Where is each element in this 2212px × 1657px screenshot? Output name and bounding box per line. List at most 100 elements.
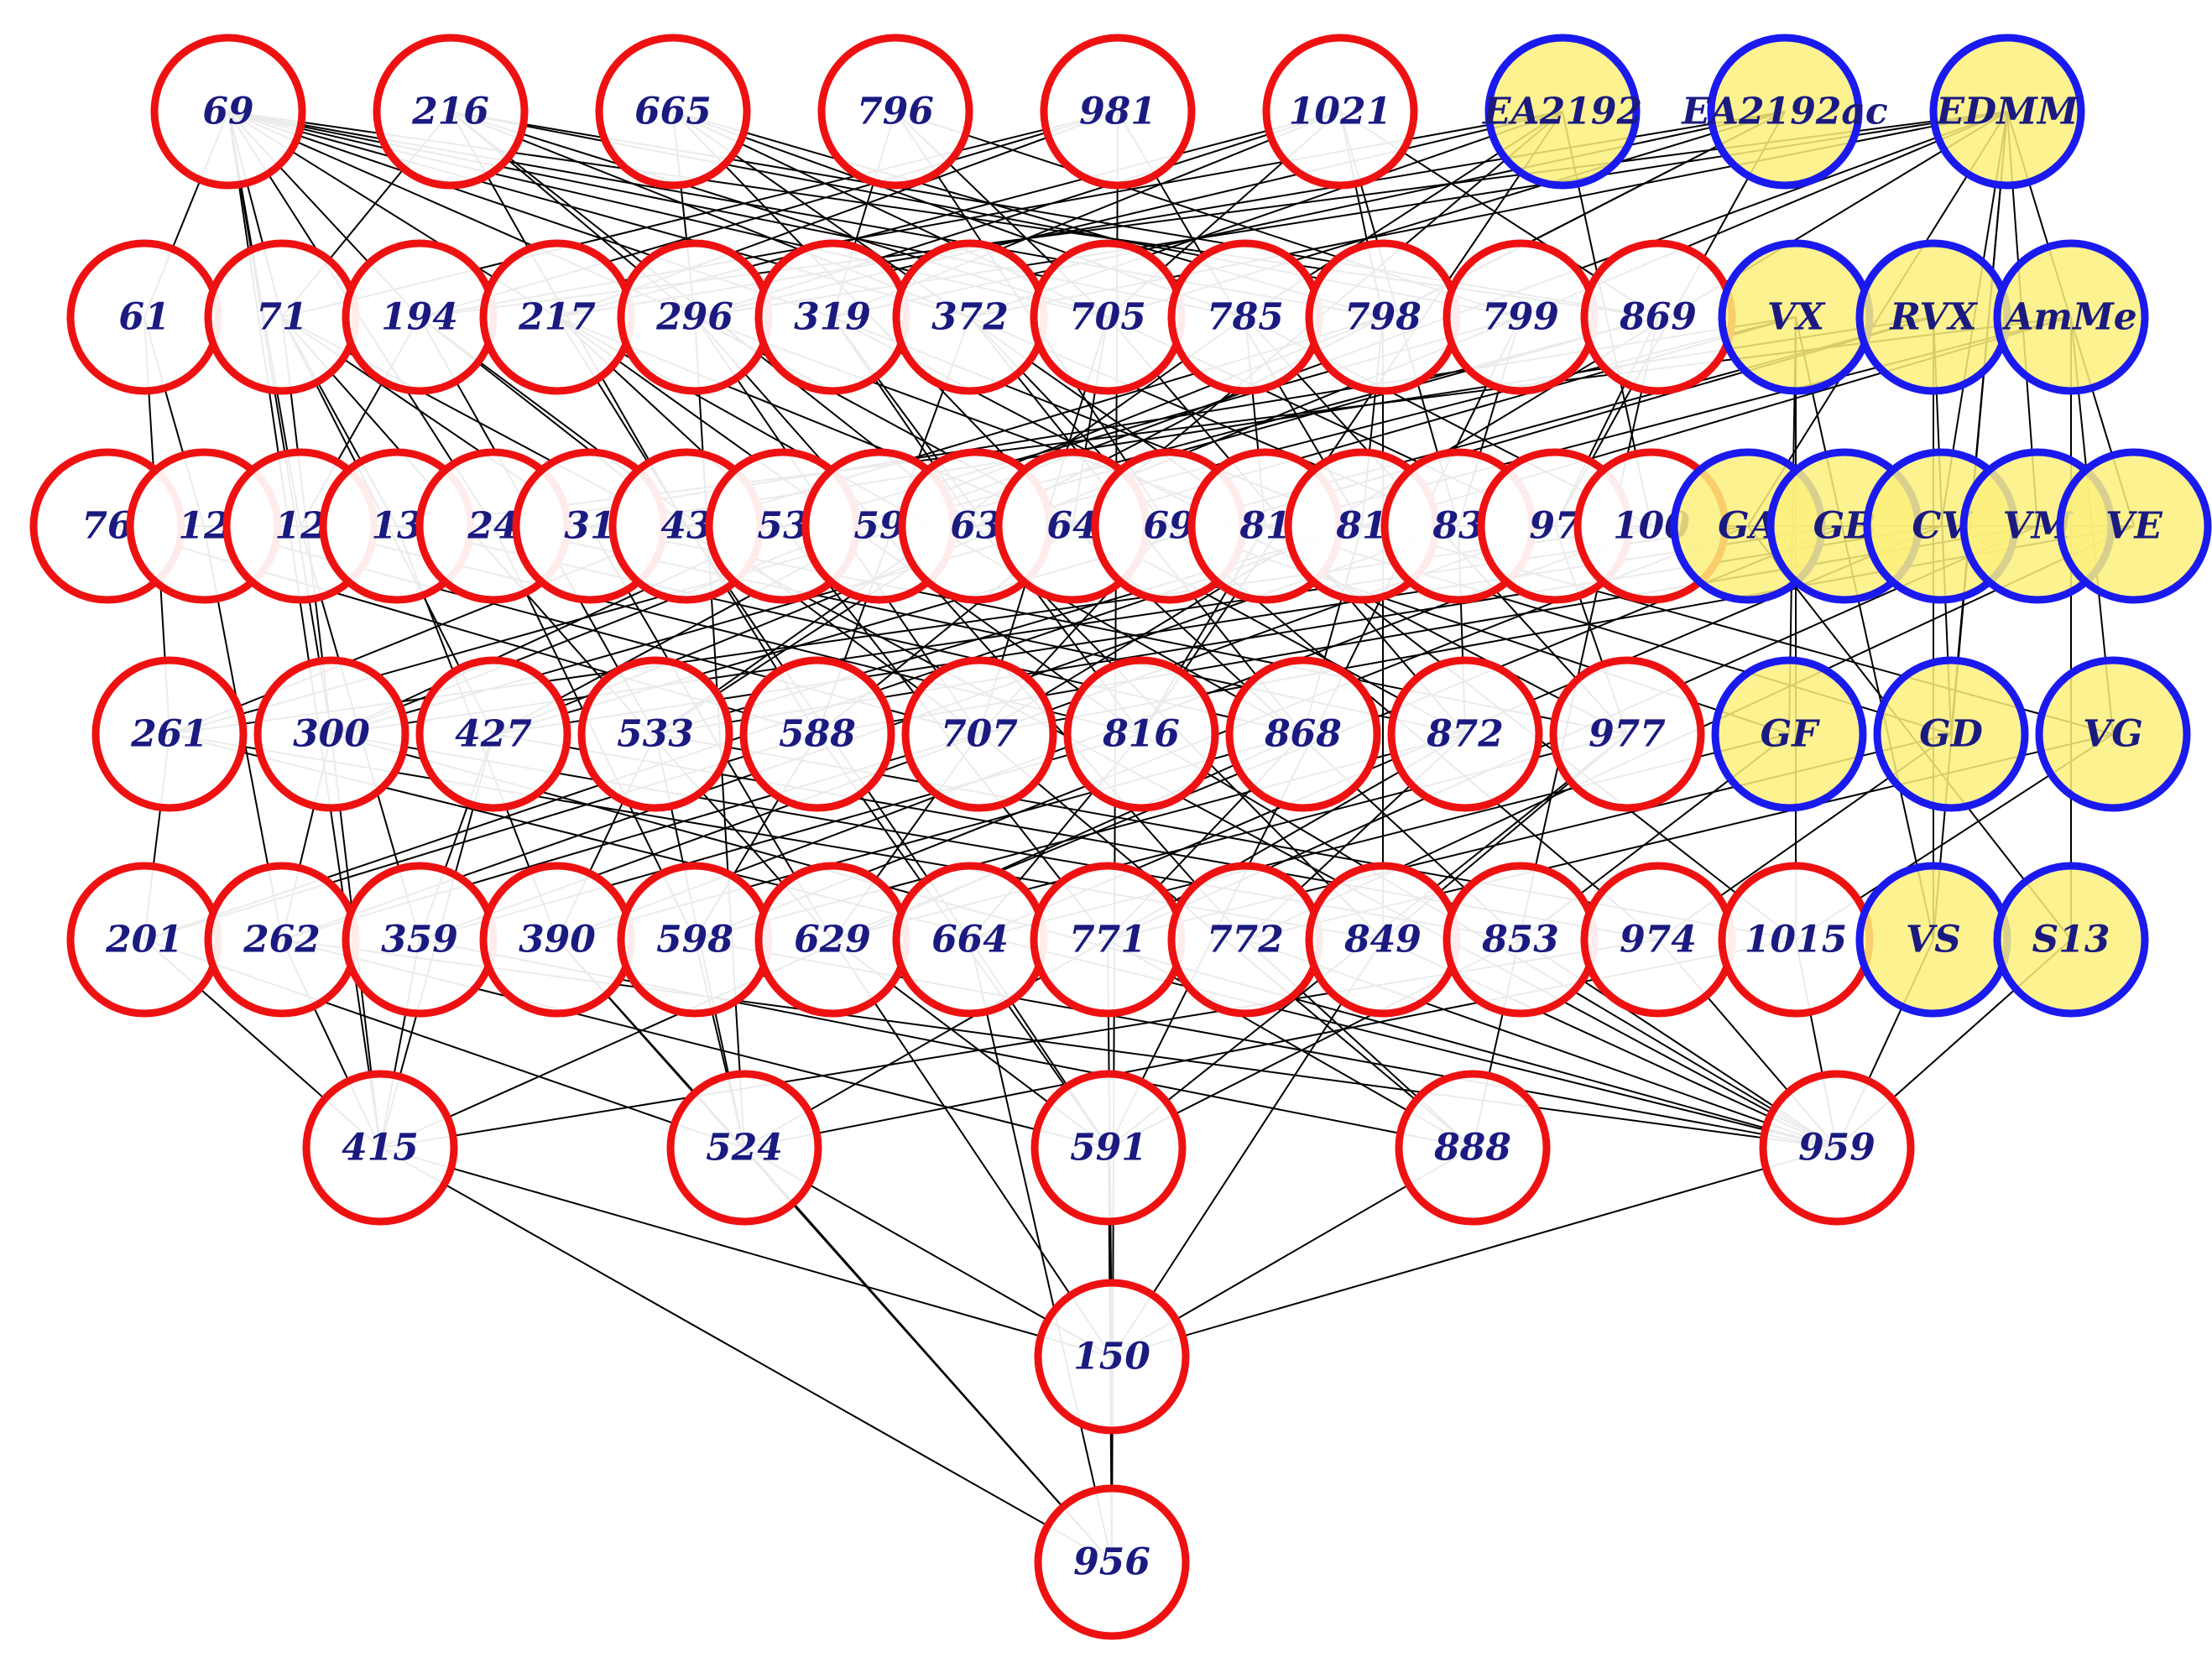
node-circle	[1759, 1070, 1915, 1226]
node-label: 629	[794, 919, 871, 961]
edge-415-956	[379, 1147, 1113, 1563]
node-591: 591	[1030, 1070, 1187, 1226]
node-RVX: RVX	[1855, 239, 2011, 395]
node-label: 71	[256, 296, 307, 339]
node-label: 69	[202, 91, 253, 133]
node-label: 359	[381, 919, 458, 961]
node-799: 799	[1442, 239, 1599, 395]
node-772: 772	[1167, 862, 1323, 1018]
node-849: 849	[1305, 862, 1461, 1018]
node-label: 665	[634, 91, 712, 133]
node-label: 771	[1069, 919, 1146, 961]
node-circle	[1063, 656, 1219, 812]
node-label: 427	[455, 713, 532, 756]
node-GF: GF	[1711, 656, 1867, 812]
node-circle	[91, 656, 248, 812]
node-GD: GD	[1873, 656, 2029, 812]
node-262: 262	[204, 862, 360, 1018]
node-circle	[1034, 1279, 1190, 1435]
node-circle	[2056, 448, 2212, 604]
node-label: 868	[1264, 713, 1342, 756]
node-533: 533	[577, 656, 733, 812]
node-circle	[739, 656, 895, 812]
node-390: 390	[479, 862, 635, 1018]
node-circle	[1484, 34, 1641, 190]
node-798: 798	[1305, 239, 1461, 395]
node-VG: VG	[2035, 656, 2191, 812]
node-888: 888	[1395, 1070, 1551, 1226]
node-label: 785	[1207, 296, 1284, 339]
edge-524-956	[743, 1147, 1113, 1563]
node-circle	[1549, 656, 1705, 812]
node-label: 194	[381, 296, 458, 339]
node-circle	[666, 1070, 822, 1226]
node-label: VS	[1906, 919, 1961, 961]
node-853: 853	[1442, 862, 1599, 1018]
node-label: 97	[1529, 505, 1581, 548]
edge-664-956	[969, 939, 1113, 1563]
node-circle	[150, 34, 306, 190]
node-circle	[901, 656, 1057, 812]
node-circle	[1034, 1484, 1190, 1640]
node-label: 31	[564, 505, 615, 548]
node-1021: 1021	[1262, 34, 1418, 190]
node-319: 319	[754, 239, 910, 395]
node-label: 12	[178, 505, 229, 548]
edge-71-959	[281, 316, 1838, 1149]
node-785: 785	[1167, 239, 1323, 395]
node-707: 707	[901, 656, 1057, 812]
node-label: 533	[617, 713, 694, 756]
node-label: 796	[857, 91, 934, 133]
node-EA2192: EA2192	[1481, 34, 1642, 190]
node-label: 981	[1079, 91, 1156, 133]
node-circle	[577, 656, 733, 812]
node-label: 664	[931, 919, 1009, 961]
node-label: 872	[1426, 713, 1504, 756]
node-label: GF	[1761, 713, 1821, 756]
node-label: 81	[1239, 505, 1291, 548]
node-label: 707	[941, 713, 1018, 756]
node-981: 981	[1040, 34, 1196, 190]
node-label: 974	[1620, 919, 1697, 961]
node-label: 849	[1343, 919, 1422, 961]
node-circle	[1225, 656, 1381, 812]
node-1015: 1015	[1718, 862, 1874, 1018]
node-label: 150	[1073, 1336, 1150, 1378]
node-circle	[415, 656, 571, 812]
node-868: 868	[1225, 656, 1381, 812]
node-circle	[1262, 34, 1418, 190]
node-label: 201	[105, 919, 183, 961]
node-label: 81	[1335, 505, 1387, 548]
node-label: 524	[706, 1127, 783, 1170]
node-label: 588	[779, 713, 856, 756]
node-label: 300	[293, 713, 370, 756]
node-circle	[1707, 34, 1863, 190]
node-label: 69	[1143, 505, 1194, 548]
node-label: 799	[1482, 296, 1559, 339]
edge-629-150	[832, 939, 1113, 1357]
edge-849-150	[1111, 939, 1384, 1357]
node-label: 816	[1102, 713, 1180, 756]
node-circle	[1993, 239, 2149, 395]
node-359: 359	[342, 862, 498, 1018]
edge-EDMM-707	[978, 111, 2008, 735]
node-label: 43	[660, 505, 712, 548]
node-label: 12	[274, 505, 326, 548]
node-61: 61	[66, 239, 222, 395]
node-label: 959	[1798, 1127, 1876, 1170]
node-label: RVX	[1888, 296, 1978, 339]
node-label: 61	[118, 296, 170, 339]
node-415: 415	[302, 1070, 458, 1226]
node-296: 296	[617, 239, 773, 395]
node-AmMe: AmMe	[1993, 239, 2149, 395]
node-label: 59	[853, 505, 905, 548]
edge-71-629	[281, 316, 833, 941]
node-circle	[1030, 1070, 1187, 1226]
node-circle	[253, 656, 410, 812]
node-EDMM: EDMM	[1929, 34, 2085, 190]
node-629: 629	[754, 862, 910, 1018]
node-label: VE	[2105, 505, 2163, 548]
node-label: 13	[371, 505, 422, 548]
node-circle	[595, 34, 751, 190]
